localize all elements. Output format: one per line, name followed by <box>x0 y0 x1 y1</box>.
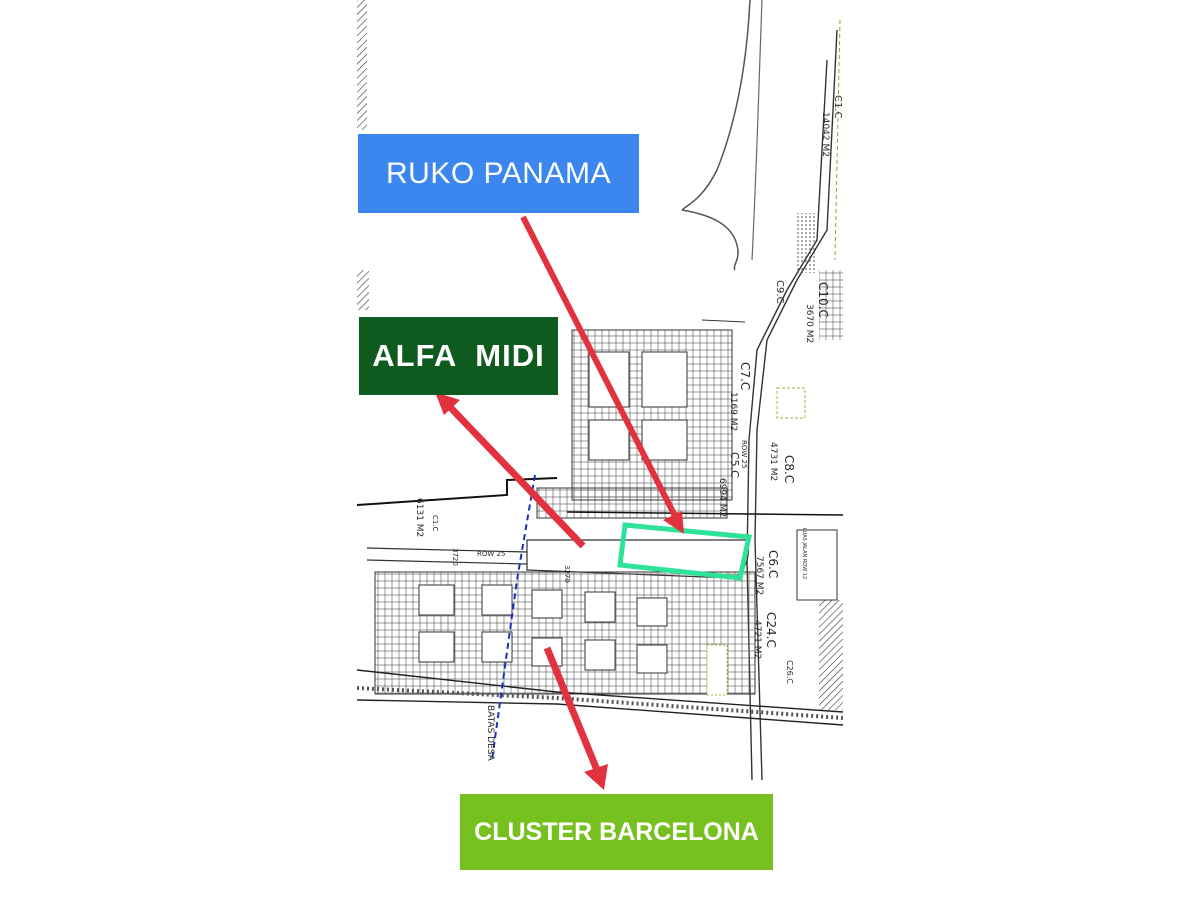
arrow-ruko-panama <box>520 215 684 534</box>
upper-block-4 <box>641 419 688 461</box>
label-c7c-area: 1169 M2 <box>728 392 738 431</box>
boundary-dashed <box>834 19 841 261</box>
luas-jalan-plot <box>796 529 838 601</box>
label-c26c: C26.C <box>785 660 794 684</box>
label-c1c-top-area: 14042 M2 <box>820 112 830 157</box>
alfa-midi-callout: ALFA MIDI <box>359 317 558 395</box>
label-c6c: C6.C <box>766 550 780 578</box>
label-c7c: C7.C <box>738 362 752 390</box>
lower-block-5 <box>636 597 668 627</box>
label-row25-top: ROW 25 <box>740 440 748 468</box>
label-c9c: C9.C <box>774 280 785 304</box>
main-road-right <box>754 29 838 781</box>
ruko-panama-label: RUKO PANAMA <box>386 156 611 190</box>
track-line-c <box>751 0 763 261</box>
road-row25-bottom <box>366 559 528 565</box>
boundary-thick-line <box>357 477 558 506</box>
label-c5c-area: 6994 M2 <box>717 478 727 517</box>
lower-block-9 <box>584 639 616 671</box>
label-c10c-area: 3670 M2 <box>804 304 814 343</box>
label-luas-jalan: LUAS JALAN ROW 12 <box>801 528 807 579</box>
lower-block-6 <box>418 631 455 663</box>
label-c24c: C24.C <box>764 612 778 648</box>
label-3720: 3720 <box>451 548 459 566</box>
cluster-barcelona-label: CLUSTER BARCELONA <box>474 817 759 846</box>
label-c6c-area: 7567 M2 <box>754 556 764 595</box>
ruko-panama-highlight <box>617 522 753 581</box>
upper-block-2 <box>641 351 688 408</box>
lower-block-1 <box>418 584 455 616</box>
bottom-boundary-dots <box>357 686 843 720</box>
bottom-road-top <box>357 669 843 713</box>
label-batas-desa: BATAS DESA <box>485 705 495 762</box>
arrow-alfa-midi <box>435 392 586 549</box>
block-c10 <box>819 270 843 340</box>
label-c8c-area: 4731 M2 <box>768 442 778 481</box>
label-row25-mid: ROW 25 <box>477 550 505 558</box>
left-hatched-block <box>357 270 369 310</box>
label-c5c: C5.C <box>728 452 741 478</box>
lower-yellow-plot <box>706 644 728 696</box>
track-line-a <box>681 0 751 211</box>
label-c8c: C8.C <box>782 455 796 483</box>
site-plan-drawing: C1.C 14042 M2 C9.C C10.C 3670 M2 C7.C 11… <box>357 0 843 790</box>
dotted-area-top <box>795 213 815 273</box>
lower-block-3 <box>531 589 563 619</box>
lower-block-2 <box>481 584 513 616</box>
label-c1c-left-area: 6131 M2 <box>414 498 424 537</box>
label-c1c-left: C1.C <box>431 515 439 532</box>
label-3270: 3270 <box>563 565 571 583</box>
ruko-panama-callout: RUKO PANAMA <box>358 134 639 213</box>
road-line-top <box>566 511 843 516</box>
track-line-b <box>681 209 739 271</box>
label-c1c-top: C1.C <box>832 95 843 119</box>
label-c24c-area: 4721 M2 <box>752 620 762 659</box>
yellow-dashed-plot <box>776 387 806 419</box>
cluster-barcelona-callout: CLUSTER BARCELONA <box>460 794 773 870</box>
alfa-midi-label: ALFA MIDI <box>372 338 545 373</box>
lower-block-10 <box>636 644 668 674</box>
road-row25-top <box>366 547 528 553</box>
right-hatched-block <box>819 600 843 710</box>
label-c10c: C10.C <box>816 282 830 318</box>
left-hatched-strip <box>357 0 367 130</box>
lower-block-4 <box>584 591 616 623</box>
arrow-cluster-barcelona <box>543 646 608 790</box>
upper-block-3 <box>588 419 630 461</box>
side-road-arrow <box>701 319 746 323</box>
bottom-road-bottom <box>357 699 843 726</box>
batas-desa-line <box>491 474 536 761</box>
